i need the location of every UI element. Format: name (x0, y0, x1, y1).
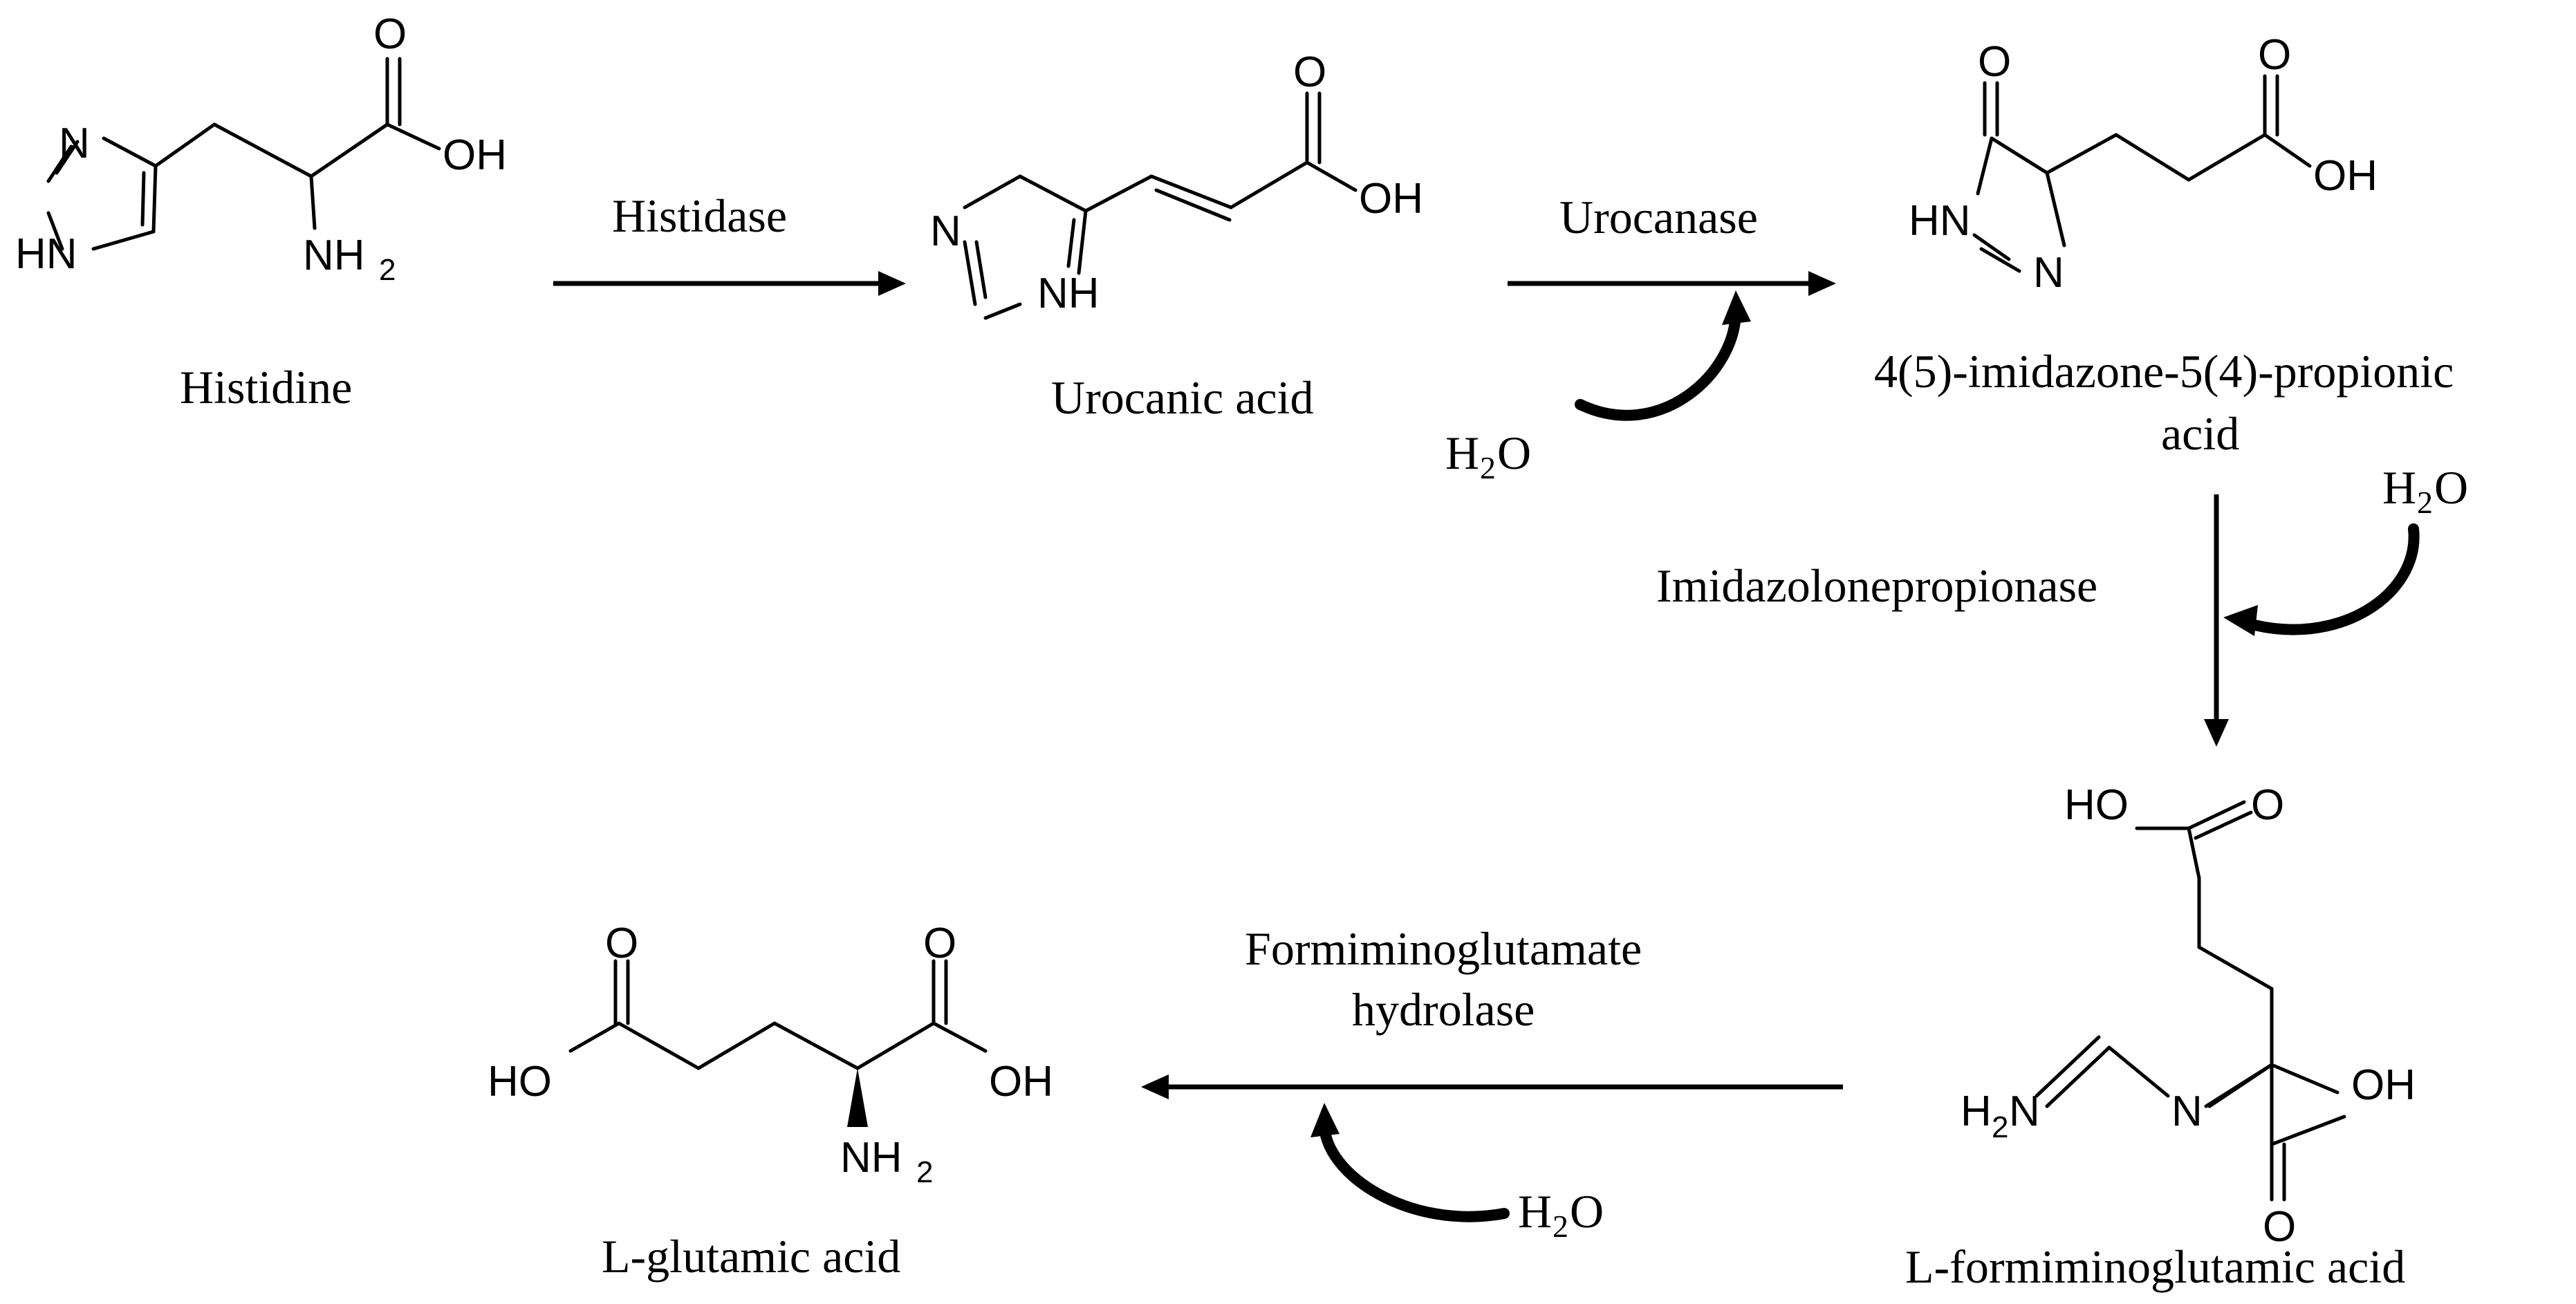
histidine-atom-o: O (373, 10, 407, 58)
histidine-atom-oh: OH (443, 131, 507, 179)
glutamic-atom-o1: O (605, 920, 638, 967)
formimino-atom-ho: HO (2064, 781, 2129, 829)
formimino-atom-h: H (1961, 1088, 1992, 1135)
svg-text:H: H (2382, 461, 2416, 514)
enzyme-histidase: Histidase (612, 189, 787, 242)
water-imidazolonepropionase: H 2 O (2382, 461, 2468, 520)
formimino-atom-n2: N (2171, 1088, 2203, 1135)
water-curve-imidazolonepropionase (2239, 523, 2420, 635)
arrowhead-imidazolonepropionase (2204, 719, 2229, 747)
formimino-atom-o2: O (2263, 1203, 2296, 1251)
imidazolone-atom-oh: OH (2313, 152, 2378, 200)
formimino-atom-h2: 2 (1992, 1110, 2008, 1144)
imidazolone-atom-n: N (2033, 249, 2064, 297)
imidazolone-label-line2: acid (2161, 407, 2239, 460)
svg-text:2: 2 (1480, 450, 1496, 485)
imidazolone-structure: O HN N O OH (1909, 31, 2378, 297)
arrowhead-fg-hydrolase (1141, 1074, 1169, 1099)
histidine-atom-hn: HN (15, 230, 77, 278)
glutamic-label: L-glutamic acid (602, 1230, 900, 1283)
imidazolone-label-line1: 4(5)-imidazone-5(4)-propionic (1874, 345, 2454, 398)
enzyme-fg-hydrolase-line2: hydrolase (1352, 983, 1535, 1036)
glutamic-atom-o2: O (923, 920, 956, 967)
enzyme-urocanase: Urocanase (1559, 191, 1758, 243)
arrowhead-histidase (878, 271, 906, 296)
urocanic-atom-o: O (1293, 48, 1326, 96)
arrowhead-urocanase (1808, 271, 1836, 296)
svg-text:O: O (2434, 461, 2468, 514)
wedge-bond (847, 1068, 868, 1127)
water-fg-hydrolase: H 2 O (1518, 1185, 1604, 1244)
svg-text:O: O (1497, 427, 1531, 479)
glutamic-atom-ho: HO (488, 1058, 552, 1106)
imidazolone-atom-o1: O (1978, 38, 2011, 86)
histidine-label: Histidine (180, 361, 352, 413)
svg-text:O: O (1570, 1185, 1604, 1238)
formiminoglutamic-label: L-formiminoglutamic acid (1905, 1240, 2405, 1293)
urocanic-acid-label: Urocanic acid (1051, 371, 1313, 424)
urocanic-atom-oh: OH (1359, 175, 1423, 223)
urocanic-atom-nh: NH (1037, 270, 1100, 317)
urocanic-acid-structure: N NH O OH (930, 48, 1423, 320)
svg-text:H: H (1518, 1185, 1552, 1238)
histidine-structure: N HN O OH NH 2 (15, 10, 507, 287)
enzyme-fg-hydrolase-line1: Formiminoglutamate (1245, 922, 1642, 975)
glutamic-atom-oh: OH (989, 1058, 1053, 1106)
svg-text:2: 2 (1553, 1209, 1568, 1244)
histidine-atom-nh: NH (303, 232, 365, 279)
glutamic-structure: O HO O OH NH 2 (488, 920, 1053, 1189)
svg-text:H: H (1445, 427, 1479, 479)
formiminoglutamic-structure: HO O H 2 N N OH O (1961, 781, 2416, 1251)
formimino-atom-oh: OH (2351, 1061, 2416, 1109)
histidine-atom-h2: 2 (379, 253, 396, 287)
histidine-atom-n: N (59, 120, 90, 167)
water-curve-urocanase (1575, 306, 1741, 421)
water-urocanase: H 2 O (1445, 427, 1531, 485)
formimino-atom-n1: N (2009, 1088, 2040, 1135)
imidazolone-atom-o2: O (2258, 31, 2291, 79)
urocanic-atom-n: N (930, 207, 961, 255)
glutamic-atom-nh: NH (840, 1134, 902, 1182)
imidazolone-atom-hn: HN (1909, 197, 1971, 245)
glutamic-atom-h2: 2 (916, 1155, 933, 1189)
water-curve-fg-hydrolase (1319, 1118, 1510, 1222)
svg-text:2: 2 (2417, 485, 2433, 520)
enzyme-imidazolonepropionase: Imidazolonepropionase (1656, 559, 2097, 612)
formimino-atom-o1: O (2251, 781, 2284, 829)
